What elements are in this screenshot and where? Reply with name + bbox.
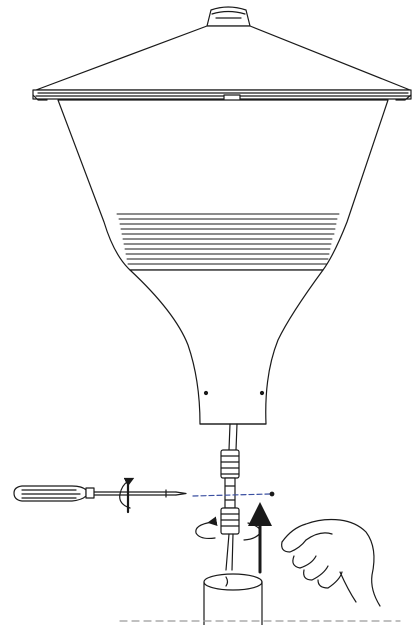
hand-icon — [281, 518, 381, 607]
rotate-arrow-icon — [119, 477, 135, 514]
lamp-body-icon — [57, 99, 389, 271]
canopy-icon — [32, 25, 412, 104]
pole-icon — [203, 573, 263, 625]
lamp-cap-icon — [206, 6, 251, 27]
neck-icon — [129, 269, 324, 425]
connector-icon — [220, 423, 240, 571]
alignment-guide-icon — [192, 491, 275, 497]
screwdriver-icon — [13, 485, 187, 502]
ribs-icon — [116, 213, 340, 265]
